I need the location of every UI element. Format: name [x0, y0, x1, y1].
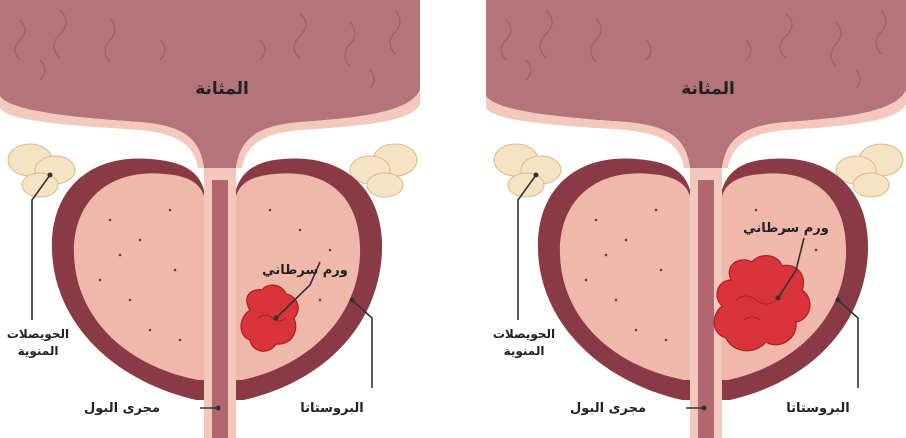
label-seminal-vesicles-1: الحويصلات: [7, 327, 69, 342]
label-prostate: البروستاتا: [300, 401, 364, 416]
anatomy-illustration: [486, 0, 906, 438]
panel-advanced: المثانة ورم سرطاني الحويصلات المنوية مجر…: [486, 0, 906, 438]
label-seminal-vesicles-2: المنوية: [504, 344, 545, 359]
label-seminal-vesicles-2: المنوية: [18, 344, 59, 359]
anatomy-illustration: [0, 0, 420, 438]
label-prostate: البروستاتا: [786, 401, 850, 416]
label-tumor: ورم سرطاني: [262, 263, 348, 278]
label-bladder: المثانة: [195, 79, 249, 99]
label-seminal-vesicles-1: الحويصلات: [493, 327, 555, 342]
label-urethra: مجرى البول: [570, 401, 646, 416]
label-tumor: ورم سرطاني: [743, 221, 829, 236]
label-urethra: مجرى البول: [84, 401, 160, 416]
label-bladder: المثانة: [681, 79, 735, 99]
panel-early: المثانة ورم سرطاني الحويصلات المنوية مجر…: [0, 0, 420, 438]
